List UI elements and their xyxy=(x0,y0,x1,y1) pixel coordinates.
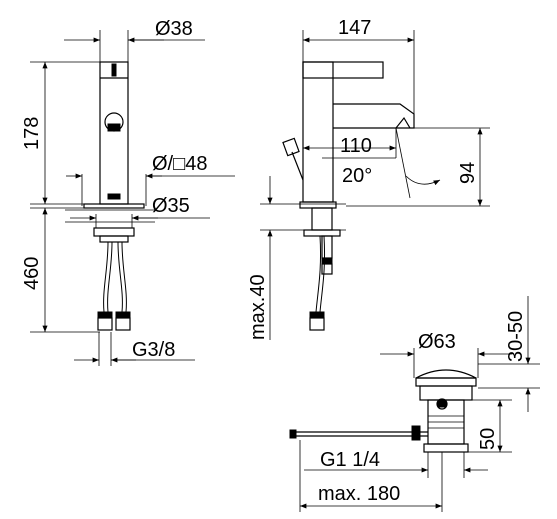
hose-left xyxy=(103,241,109,313)
dim-waste-diameter: Ø63 xyxy=(418,331,456,353)
dim-body-diameter: Ø38 xyxy=(155,18,193,40)
waste-cap xyxy=(415,369,477,379)
dim-mount-hole: Ø35 xyxy=(152,195,190,217)
side-view: 147 110 20° 94 max.40 xyxy=(247,17,490,340)
dim-waste-thread: G1 1/4 xyxy=(320,449,380,471)
spout xyxy=(333,103,415,129)
waste-view: Ø63 30-50 50 G1 1/4 xyxy=(289,296,540,512)
dim-rod-length: max. 180 xyxy=(318,483,400,505)
dim-waste-height: 50 xyxy=(477,428,499,450)
dim-connection-thread: G3/8 xyxy=(132,339,175,361)
dim-hose-length: 460 xyxy=(21,257,43,290)
dim-base-plate: Ø/□48 xyxy=(152,153,207,175)
dim-spout-reach: 147 xyxy=(338,17,371,39)
faucet-body-side xyxy=(302,61,334,203)
faucet-body-front xyxy=(99,61,129,205)
dim-spout-inner: 110 xyxy=(340,135,372,157)
hose-right xyxy=(117,241,123,313)
lever xyxy=(291,151,304,181)
dim-spout-angle: 20° xyxy=(342,165,372,187)
dim-deck-thickness: max.40 xyxy=(247,274,269,340)
dim-spout-height: 94 xyxy=(457,162,479,184)
dim-waste-lift: 30-50 xyxy=(505,311,527,362)
front-view: Ø38 178 Ø/□48 Ø35 xyxy=(21,18,235,366)
dim-body-height: 178 xyxy=(21,117,43,150)
